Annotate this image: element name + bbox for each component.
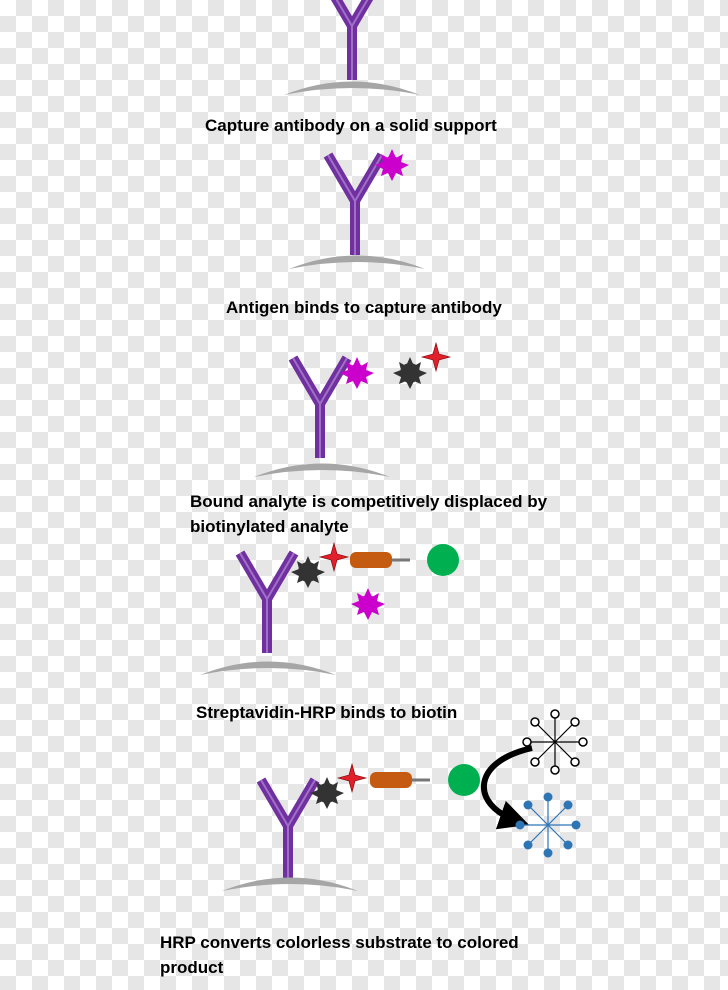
solid-support [254, 463, 390, 477]
step-2-caption: Antigen binds to capture antibody [226, 298, 502, 317]
biotin [421, 342, 451, 372]
capture-antibody [325, 0, 379, 80]
step-3-caption: Bound analyte is competitively displaced… [190, 492, 548, 536]
conversion-arrow [480, 745, 533, 830]
solid-support [200, 661, 336, 675]
step-2-group [289, 149, 425, 269]
displaced-antigen [351, 588, 385, 620]
step-4-caption: Streptavidin-HRP binds to biotin [196, 703, 458, 722]
antigen [375, 149, 409, 181]
step-1-group [284, 0, 420, 95]
hrp-enzyme [448, 764, 480, 796]
streptavidin [368, 770, 432, 790]
solid-support [284, 81, 420, 95]
step-1-caption: Capture antibody on a solid support [205, 116, 497, 135]
step-3-group [254, 342, 451, 477]
step-5-caption: HRP converts colorless substrate to colo… [160, 933, 519, 977]
capture-antibody [293, 358, 347, 458]
biotinylated-analyte [291, 556, 325, 588]
hrp-enzyme [427, 544, 459, 576]
colored-product [515, 792, 581, 858]
biotin [337, 763, 367, 793]
streptavidin [348, 550, 412, 570]
colorless-substrate [522, 709, 588, 775]
capture-antibody [261, 780, 315, 880]
solid-support [222, 877, 358, 891]
capture-antibody [240, 553, 294, 653]
capture-antibody [328, 155, 382, 255]
step-5-group [222, 709, 588, 891]
solid-support [289, 255, 425, 269]
biotinylated-analyte [393, 357, 427, 389]
step-4-group [200, 542, 459, 675]
biotin [319, 542, 349, 572]
